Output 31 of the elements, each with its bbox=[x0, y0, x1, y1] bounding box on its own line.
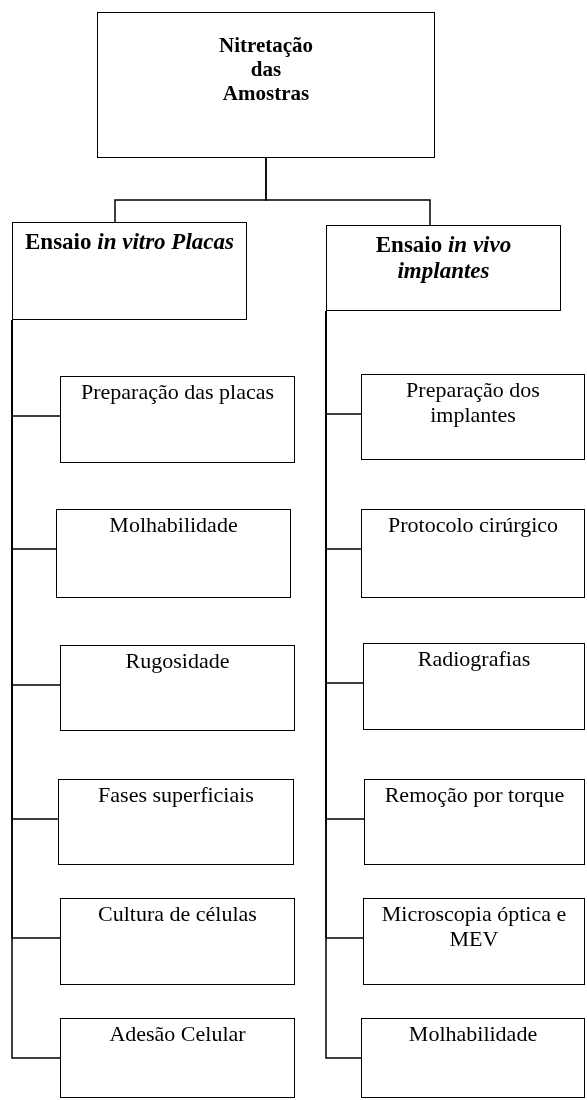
step-box bbox=[361, 509, 585, 598]
box-label: Ensaio in vivo implantes bbox=[375, 232, 512, 283]
step-box bbox=[58, 779, 294, 865]
box-label: Rugosidade bbox=[125, 648, 230, 673]
box-label: Remoção por torque bbox=[384, 782, 565, 807]
box-label: Preparação das placas bbox=[81, 379, 274, 404]
step-box bbox=[363, 898, 585, 985]
box-label: Protocolo cirúrgico bbox=[387, 512, 559, 537]
step-box bbox=[60, 898, 295, 985]
step-box bbox=[60, 376, 295, 463]
box-label: Ensaio in vitro Placas bbox=[25, 229, 234, 254]
box-label: Cultura de células bbox=[98, 901, 257, 926]
connector-line bbox=[265, 157, 431, 226]
step-box bbox=[361, 374, 585, 460]
branch-box bbox=[326, 225, 561, 311]
box-label: Fases superficiais bbox=[98, 782, 254, 807]
step-box bbox=[363, 643, 585, 730]
step-box bbox=[361, 1018, 585, 1098]
step-box bbox=[60, 1018, 295, 1098]
box-label: Radiografias bbox=[417, 646, 531, 671]
step-box bbox=[364, 779, 585, 865]
step-box bbox=[56, 509, 291, 598]
box-label: Microscopia óptica e MEV bbox=[381, 901, 567, 951]
branch-box bbox=[12, 222, 247, 320]
box-label: Nitretação das Amostras bbox=[218, 33, 314, 105]
box-label: Preparação dos implantes bbox=[406, 377, 540, 427]
step-box bbox=[60, 645, 295, 731]
box-label: Molhabilidade bbox=[408, 1021, 538, 1046]
box-label: Adesão Celular bbox=[109, 1021, 246, 1046]
box-label: Molhabilidade bbox=[109, 512, 238, 537]
root-box bbox=[97, 12, 435, 158]
